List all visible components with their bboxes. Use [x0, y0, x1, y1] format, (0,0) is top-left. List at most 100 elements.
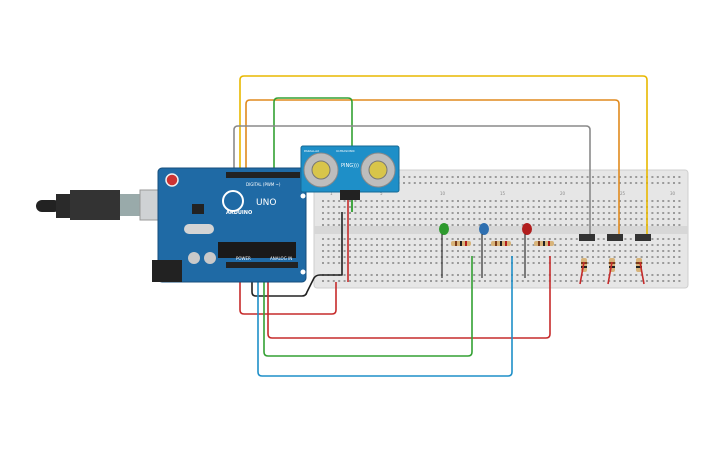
breadboard-hole[interactable]: [629, 182, 632, 184]
breadboard-hole[interactable]: [586, 256, 589, 258]
breadboard-hole[interactable]: [370, 256, 373, 258]
breadboard-hole[interactable]: [381, 244, 384, 246]
breadboard-hole[interactable]: [592, 274, 594, 276]
breadboard-hole[interactable]: [435, 224, 438, 226]
breadboard-hole[interactable]: [473, 224, 476, 226]
orange-wire[interactable]: [245, 99, 620, 237]
breadboard-hole[interactable]: [581, 256, 584, 258]
breadboard-hole[interactable]: [354, 206, 357, 208]
breadboard-hole[interactable]: [359, 280, 362, 282]
breadboard-hole[interactable]: [440, 280, 443, 282]
breadboard-hole[interactable]: [359, 250, 362, 252]
breadboard-hole[interactable]: [538, 176, 540, 178]
breadboard-hole[interactable]: [376, 224, 378, 226]
breadboard-hole[interactable]: [624, 244, 627, 246]
breadboard-hole[interactable]: [678, 206, 681, 208]
breadboard-hole[interactable]: [500, 218, 503, 220]
breadboard-hole[interactable]: [494, 256, 497, 258]
breadboard-hole[interactable]: [338, 262, 341, 264]
breadboard-hole[interactable]: [597, 200, 600, 202]
breadboard-hole[interactable]: [500, 280, 503, 282]
breadboard-hole[interactable]: [494, 212, 497, 214]
breadboard-hole[interactable]: [424, 262, 427, 264]
breadboard-hole[interactable]: [527, 256, 530, 258]
breadboard-hole[interactable]: [473, 250, 476, 252]
breadboard-hole[interactable]: [521, 176, 524, 178]
breadboard-hole[interactable]: [581, 176, 584, 178]
breadboard-hole[interactable]: [646, 280, 648, 282]
breadboard-hole[interactable]: [678, 280, 681, 282]
breadboard-hole[interactable]: [327, 256, 330, 258]
breadboard-hole[interactable]: [370, 262, 373, 264]
breadboard-hole[interactable]: [640, 218, 643, 220]
breadboard-hole[interactable]: [581, 218, 584, 220]
breadboard-hole[interactable]: [322, 256, 324, 258]
breadboard-hole[interactable]: [613, 224, 616, 226]
breadboard-hole[interactable]: [575, 176, 578, 178]
breadboard-hole[interactable]: [532, 250, 535, 252]
breadboard-hole[interactable]: [392, 256, 395, 258]
breadboard-hole[interactable]: [403, 224, 405, 226]
breadboard-hole[interactable]: [381, 200, 384, 202]
breadboard-hole[interactable]: [386, 224, 389, 226]
breadboard-hole[interactable]: [359, 212, 362, 214]
breadboard-hole[interactable]: [511, 212, 513, 214]
breadboard-hole[interactable]: [640, 256, 643, 258]
breadboard-hole[interactable]: [656, 244, 659, 246]
breadboard-hole[interactable]: [586, 274, 589, 276]
breadboard-hole[interactable]: [527, 218, 530, 220]
breadboard-hole[interactable]: [322, 280, 324, 282]
breadboard-hole[interactable]: [435, 206, 438, 208]
breadboard-hole[interactable]: [484, 206, 486, 208]
breadboard-hole[interactable]: [656, 280, 659, 282]
breadboard-hole[interactable]: [327, 212, 330, 214]
breadboard-hole[interactable]: [673, 218, 675, 220]
breadboard-hole[interactable]: [678, 176, 681, 178]
breadboard-hole[interactable]: [651, 218, 654, 220]
breadboard-hole[interactable]: [575, 200, 578, 202]
breadboard-hole[interactable]: [646, 262, 648, 264]
breadboard-hole[interactable]: [338, 280, 341, 282]
breadboard-hole[interactable]: [484, 182, 486, 184]
breadboard-hole[interactable]: [624, 176, 627, 178]
breadboard-hole[interactable]: [370, 212, 373, 214]
breadboard-hole[interactable]: [500, 238, 503, 240]
breadboard-hole[interactable]: [613, 182, 616, 184]
breadboard-hole[interactable]: [467, 274, 470, 276]
breadboard-hole[interactable]: [646, 256, 648, 258]
breadboard-hole[interactable]: [602, 280, 605, 282]
breadboard-hole[interactable]: [332, 218, 335, 220]
breadboard-hole[interactable]: [559, 176, 562, 178]
breadboard-hole[interactable]: [629, 244, 632, 246]
breadboard-hole[interactable]: [570, 200, 573, 202]
breadboard-hole[interactable]: [349, 200, 351, 202]
breadboard-hole[interactable]: [629, 280, 632, 282]
breadboard-hole[interactable]: [597, 182, 600, 184]
breadboard-hole[interactable]: [662, 238, 665, 240]
breadboard-hole[interactable]: [570, 182, 573, 184]
breadboard-hole[interactable]: [392, 262, 395, 264]
breadboard-hole[interactable]: [403, 206, 405, 208]
breadboard-hole[interactable]: [554, 238, 557, 240]
breadboard-hole[interactable]: [392, 200, 395, 202]
breadboard-hole[interactable]: [581, 244, 584, 246]
breadboard-hole[interactable]: [462, 274, 465, 276]
breadboard-hole[interactable]: [489, 256, 492, 258]
breadboard-hole[interactable]: [532, 182, 535, 184]
breadboard-hole[interactable]: [332, 262, 335, 264]
breadboard-hole[interactable]: [338, 244, 341, 246]
breadboard-hole[interactable]: [451, 200, 454, 202]
breadboard-hole[interactable]: [467, 176, 470, 178]
breadboard-hole[interactable]: [446, 280, 449, 282]
breadboard-hole[interactable]: [365, 238, 368, 240]
breadboard-hole[interactable]: [554, 274, 557, 276]
breadboard-hole[interactable]: [386, 244, 389, 246]
breadboard-hole[interactable]: [624, 182, 627, 184]
breadboard-hole[interactable]: [554, 262, 557, 264]
breadboard-hole[interactable]: [338, 224, 341, 226]
breadboard-hole[interactable]: [446, 238, 449, 240]
breadboard-hole[interactable]: [516, 238, 519, 240]
breadboard-hole[interactable]: [662, 224, 665, 226]
breadboard-hole[interactable]: [386, 280, 389, 282]
breadboard-hole[interactable]: [678, 224, 681, 226]
